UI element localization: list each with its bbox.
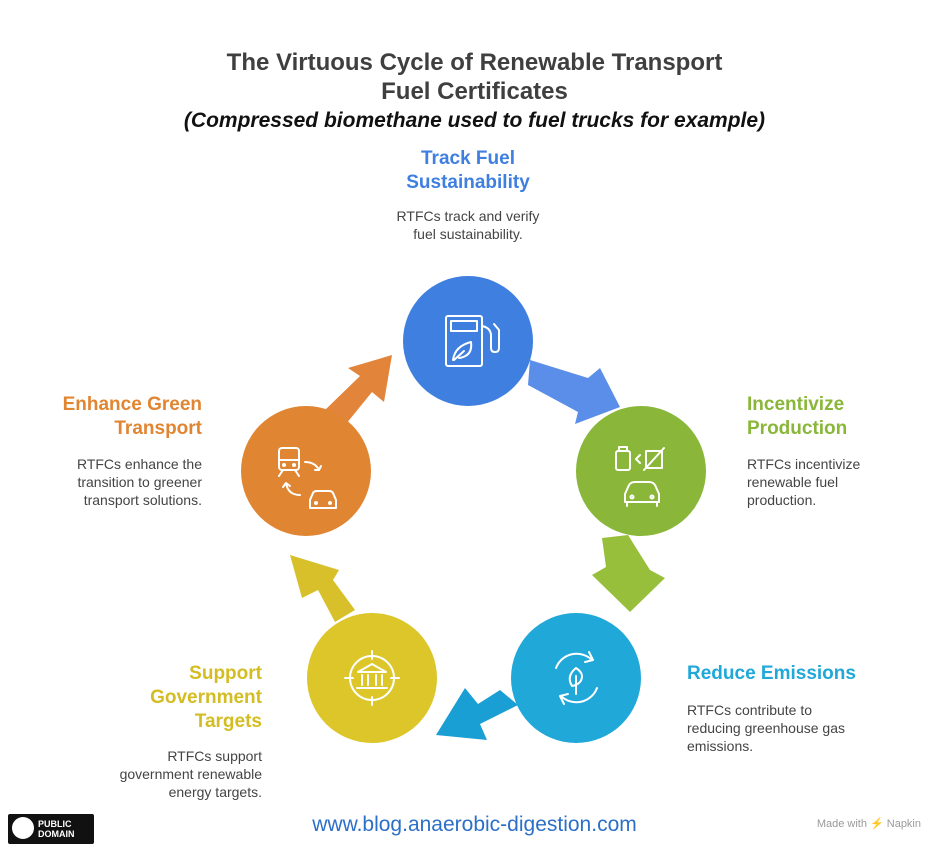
made-with-napkin: Made with ⚡ Napkin xyxy=(816,818,921,830)
arrow-support-to-enhance xyxy=(290,555,355,622)
stage-title-support-line-3: Targets xyxy=(194,711,262,732)
stage-title-track-line-2: Sustainability xyxy=(406,172,530,193)
stage-title-reduce-line-1: Reduce Emissions xyxy=(687,663,856,684)
stage-title-incentivize: Incentivize Production xyxy=(747,393,937,441)
stage-title-support-line-1: Support xyxy=(189,663,262,684)
stage-title-track-line-1: Track Fuel xyxy=(421,148,515,169)
stage-desc-enhance-line-2: transition to greener xyxy=(77,474,202,490)
recycle-leaf-icon xyxy=(555,651,598,705)
stage-desc-incentivize-line-2: renewable fuel xyxy=(747,474,839,490)
stage-desc-reduce-line-2: reducing greenhouse gas xyxy=(687,720,846,736)
fuel-car-icon xyxy=(615,446,665,507)
arrow-enhance-to-track xyxy=(325,355,392,424)
stage-desc-reduce: RTFCs contribute to reducing greenhouse … xyxy=(687,701,937,755)
stage-desc-enhance-line-3: transport solutions. xyxy=(83,492,202,508)
fuel-pump-leaf-icon xyxy=(445,315,500,367)
stage-desc-incentivize: RTFCs incentivize renewable fuel product… xyxy=(747,455,937,509)
stage-title-reduce: Reduce Emissions xyxy=(687,662,937,686)
stage-desc-incentivize-line-3: production. xyxy=(747,492,817,508)
stage-desc-incentivize-line-1: RTFCs incentivize xyxy=(747,456,861,472)
circle-incentivize xyxy=(576,406,706,536)
stage-desc-reduce-line-1: RTFCs contribute to xyxy=(687,702,813,718)
stage-desc-enhance: RTFCs enhance the transition to greener … xyxy=(2,455,202,509)
stage-title-support: Support Government Targets xyxy=(62,662,262,734)
stage-desc-support-line-2: government renewable xyxy=(119,766,262,782)
stage-desc-track-line-1: RTFCs track and verify xyxy=(396,208,540,224)
stage-title-track: Track Fuel Sustainability xyxy=(368,147,568,195)
arrow-track-to-incentivize xyxy=(528,360,620,424)
title-line-2: Fuel Certificates xyxy=(381,78,568,105)
stage-title-incentivize-line-1: Incentivize xyxy=(747,394,845,415)
stage-desc-track: RTFCs track and verify fuel sustainabili… xyxy=(348,207,588,243)
circle-enhance xyxy=(241,406,371,536)
public-domain-label: PUBLIC DOMAIN xyxy=(38,819,75,839)
stage-desc-support-line-1: RTFCs support xyxy=(167,748,262,764)
page-title: The Virtuous Cycle of Renewable Transpor… xyxy=(0,48,949,106)
public-domain-badge: PUBLIC DOMAIN xyxy=(8,814,94,844)
stage-title-incentivize-line-2: Production xyxy=(747,418,848,439)
government-target-icon xyxy=(344,650,400,706)
badge-line-2: DOMAIN xyxy=(38,829,75,839)
public-domain-icon xyxy=(12,817,34,839)
title-line-1: The Virtuous Cycle of Renewable Transpor… xyxy=(226,49,723,76)
circle-track xyxy=(403,276,533,406)
stage-desc-track-line-2: fuel sustainability. xyxy=(413,226,523,242)
stage-desc-enhance-line-1: RTFCs enhance the xyxy=(76,456,202,472)
arrow-incentivize-to-reduce xyxy=(592,535,665,612)
badge-line-1: PUBLIC xyxy=(38,819,72,829)
page-subtitle: (Compressed biomethane used to fuel truc… xyxy=(183,109,766,132)
stage-title-enhance: Enhance Green Transport xyxy=(2,393,202,441)
stage-desc-reduce-line-3: emissions. xyxy=(687,738,754,754)
arrow-reduce-to-support xyxy=(436,688,518,740)
stage-desc-support: RTFCs support government renewable energ… xyxy=(62,747,262,801)
stage-title-enhance-line-2: Transport xyxy=(114,418,202,439)
stage-title-support-line-2: Government xyxy=(150,687,262,708)
footer-url-link[interactable]: www.blog.anaerobic-digestion.com xyxy=(312,813,637,836)
stage-title-enhance-line-1: Enhance Green xyxy=(62,394,202,415)
train-car-icon xyxy=(278,447,337,509)
stage-desc-support-line-3: energy targets. xyxy=(168,784,262,800)
circle-support xyxy=(307,613,437,743)
